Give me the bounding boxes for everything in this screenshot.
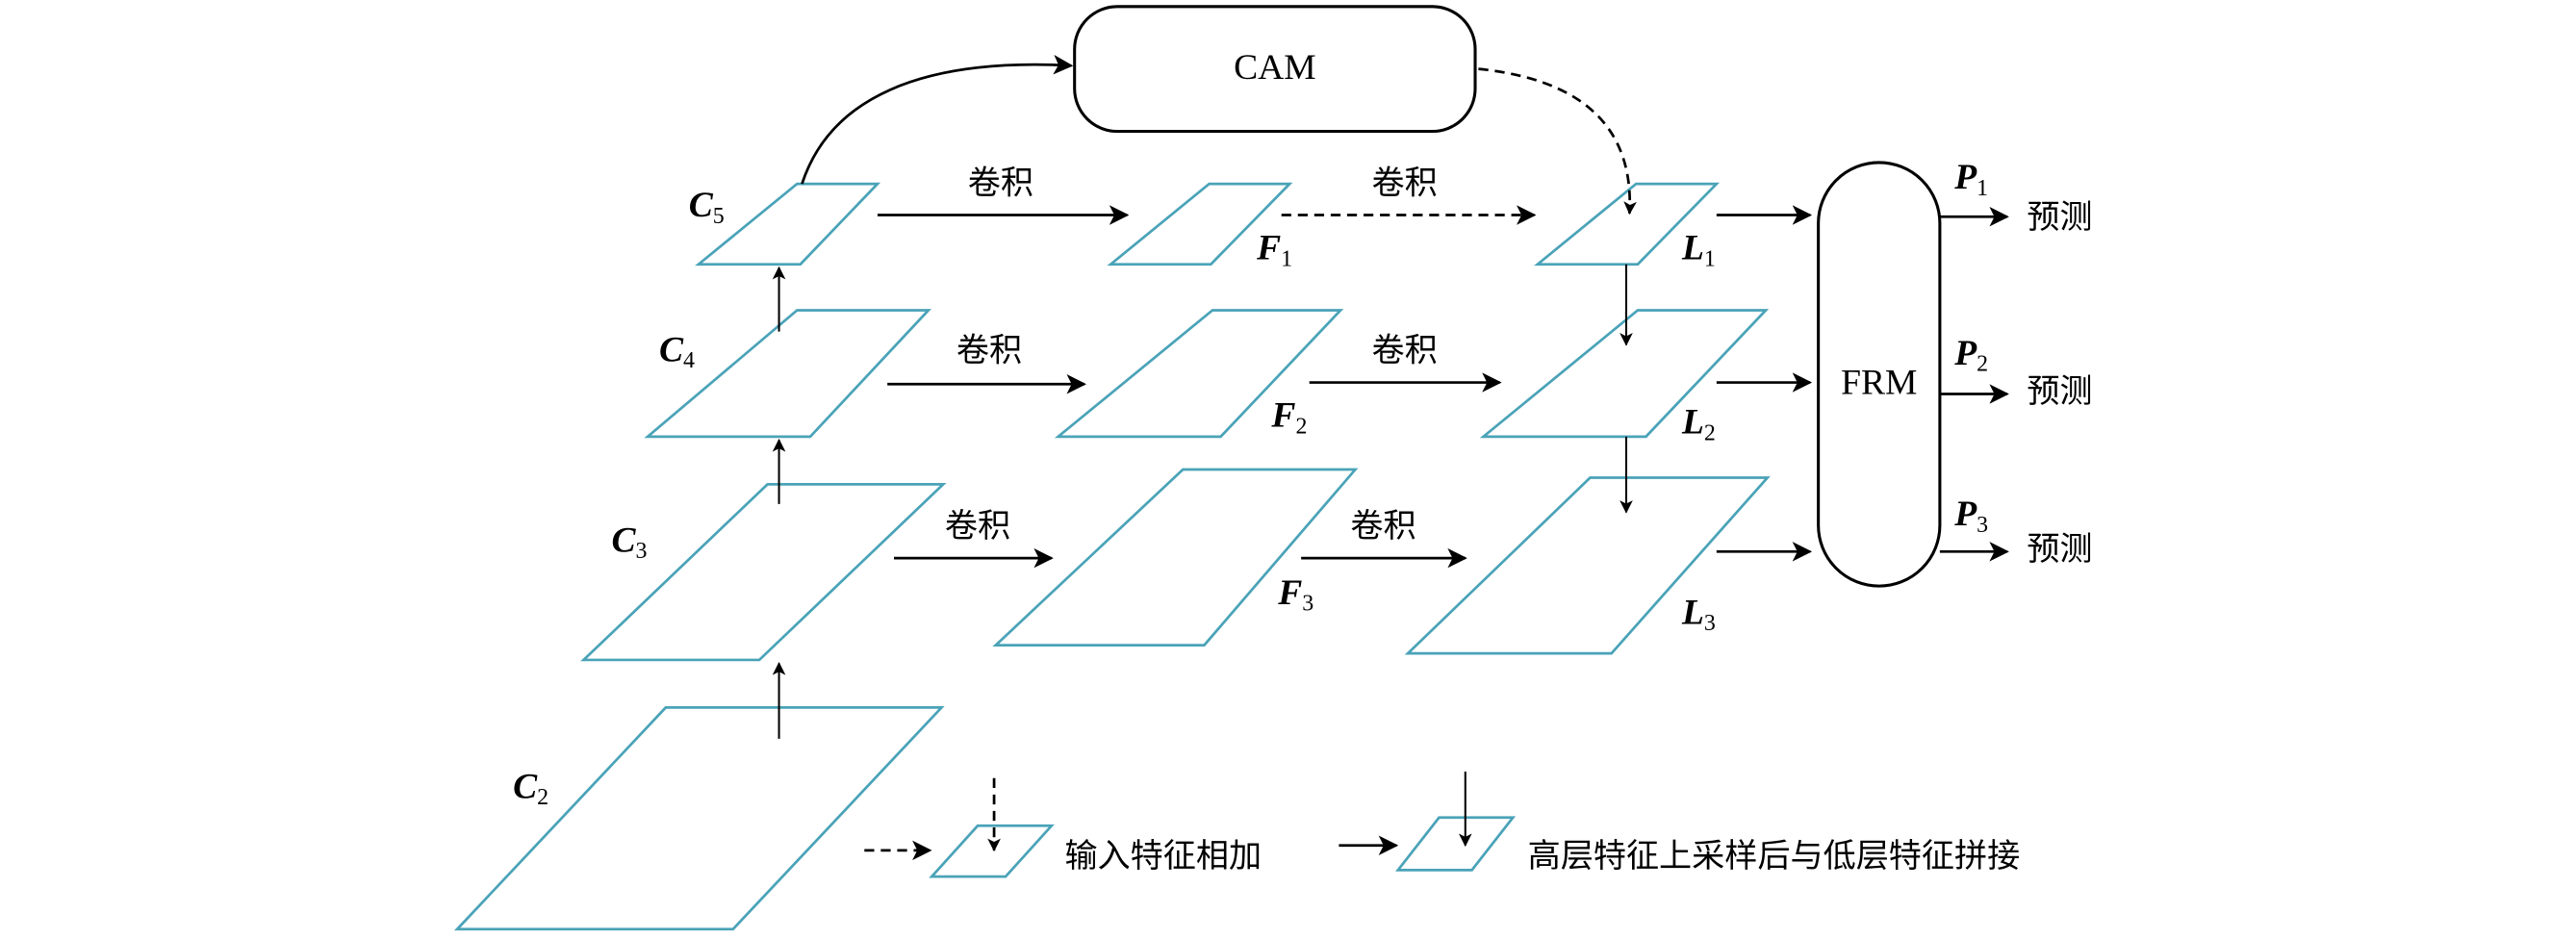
prediction-label: 预测 bbox=[2027, 372, 2092, 411]
conv-label: 卷积 bbox=[1372, 331, 1438, 369]
conv-label: 卷积 bbox=[945, 507, 1010, 546]
feature-map-c3 bbox=[580, 482, 947, 662]
label-c3: C3 bbox=[612, 520, 648, 564]
feature-map-f2 bbox=[1054, 309, 1344, 439]
frm-label: FRM bbox=[1841, 364, 1917, 403]
label-p1: P1 bbox=[1953, 158, 1988, 201]
label-f2: F2 bbox=[1270, 396, 1307, 440]
feature-map-f3 bbox=[992, 468, 1359, 647]
feature-map-c4 bbox=[644, 309, 931, 439]
feature-map-l2 bbox=[1479, 309, 1770, 439]
conv-label: 卷积 bbox=[968, 164, 1033, 202]
label-f3: F3 bbox=[1277, 573, 1314, 617]
prediction-label: 预测 bbox=[2027, 198, 2092, 237]
legend: 输入特征相加 高层特征上采样后与低层特征拼接 bbox=[864, 771, 2021, 878]
conv-label: 卷积 bbox=[1350, 507, 1416, 546]
label-l1: L1 bbox=[1681, 229, 1716, 272]
label-p3: P3 bbox=[1953, 495, 1988, 538]
feature-map-c2 bbox=[453, 706, 945, 931]
feature-map-f1 bbox=[1107, 182, 1293, 266]
prediction-label: 预测 bbox=[2027, 530, 2092, 569]
cam-module bbox=[1073, 5, 1477, 134]
label-c5: C5 bbox=[689, 186, 725, 229]
label-p2: P2 bbox=[1953, 334, 1988, 377]
conv-label: 卷积 bbox=[1372, 164, 1438, 202]
label-c2: C2 bbox=[513, 767, 548, 810]
legend-add-label: 输入特征相加 bbox=[1064, 837, 1262, 876]
arrow-cam-l1 bbox=[1478, 67, 1637, 216]
legend-feature-map-add bbox=[929, 824, 1055, 878]
frm-module bbox=[1817, 161, 1942, 588]
arrow-c5-cam bbox=[801, 55, 1074, 185]
conv-label: 卷积 bbox=[956, 331, 1022, 369]
label-l3: L3 bbox=[1681, 593, 1716, 636]
feature-map-l3 bbox=[1404, 476, 1771, 655]
label-c4: C4 bbox=[659, 330, 695, 373]
legend-feature-map-concat bbox=[1395, 816, 1517, 872]
label-l2: L2 bbox=[1681, 402, 1716, 445]
feature-map-c5 bbox=[695, 182, 881, 266]
legend-concat-label: 高层特征上采样后与低层特征拼接 bbox=[1528, 837, 2021, 876]
cam-label: CAM bbox=[1234, 48, 1315, 88]
label-f1: F1 bbox=[1256, 229, 1292, 272]
feature-map-l1 bbox=[1534, 182, 1721, 266]
